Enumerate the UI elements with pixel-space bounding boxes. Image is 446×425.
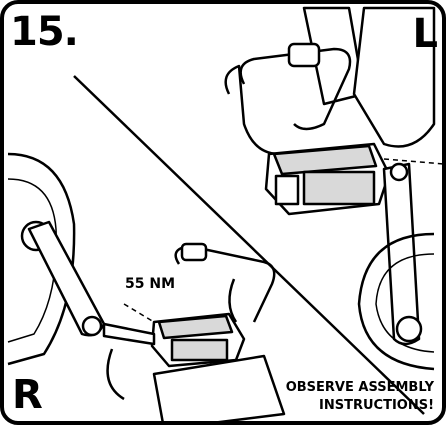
right-pedal-assembly	[7, 152, 286, 421]
pedal-top-left	[272, 144, 378, 176]
assembly-warning: OBSERVE ASSEMBLY INSTRUCTIONS!	[286, 379, 434, 415]
chainring-inner-left	[375, 253, 435, 353]
guide-line-left	[383, 158, 442, 165]
pedal-side-right	[170, 338, 229, 362]
strap-buckle-right	[180, 242, 208, 262]
frame-base-right	[152, 354, 286, 421]
right-side-label: R	[12, 372, 43, 418]
housing-left	[352, 6, 436, 148]
chainring-left	[357, 232, 435, 371]
pedal-axle-left	[389, 162, 409, 182]
foot-strap-left	[239, 47, 352, 131]
crank-bolt-left	[395, 315, 423, 343]
strap-side-left	[224, 64, 280, 156]
step-number: 15.	[10, 9, 79, 55]
wrench	[102, 322, 156, 346]
left-side-label: L	[412, 11, 439, 57]
assembly-illustration	[7, 6, 442, 421]
wrench-handle	[106, 348, 125, 401]
divider-line	[73, 75, 425, 415]
pedal-side-left	[302, 170, 376, 206]
pedal-face-left	[274, 174, 300, 206]
guide-line-right	[123, 303, 155, 323]
chainring-right	[7, 152, 76, 366]
strap-buckle-left	[287, 42, 321, 68]
foot-strap-right	[174, 244, 276, 323]
pedal-top-right	[157, 314, 234, 340]
chainring-inner-right	[7, 178, 58, 343]
warning-line-1: OBSERVE ASSEMBLY	[285, 380, 434, 395]
left-pedal-assembly	[224, 6, 442, 371]
warning-line-2: INSTRUCTIONS!	[319, 398, 434, 413]
torque-label: 55 NM	[125, 276, 176, 292]
pedal-axle-right	[81, 315, 103, 337]
strap-side-right	[228, 278, 238, 323]
